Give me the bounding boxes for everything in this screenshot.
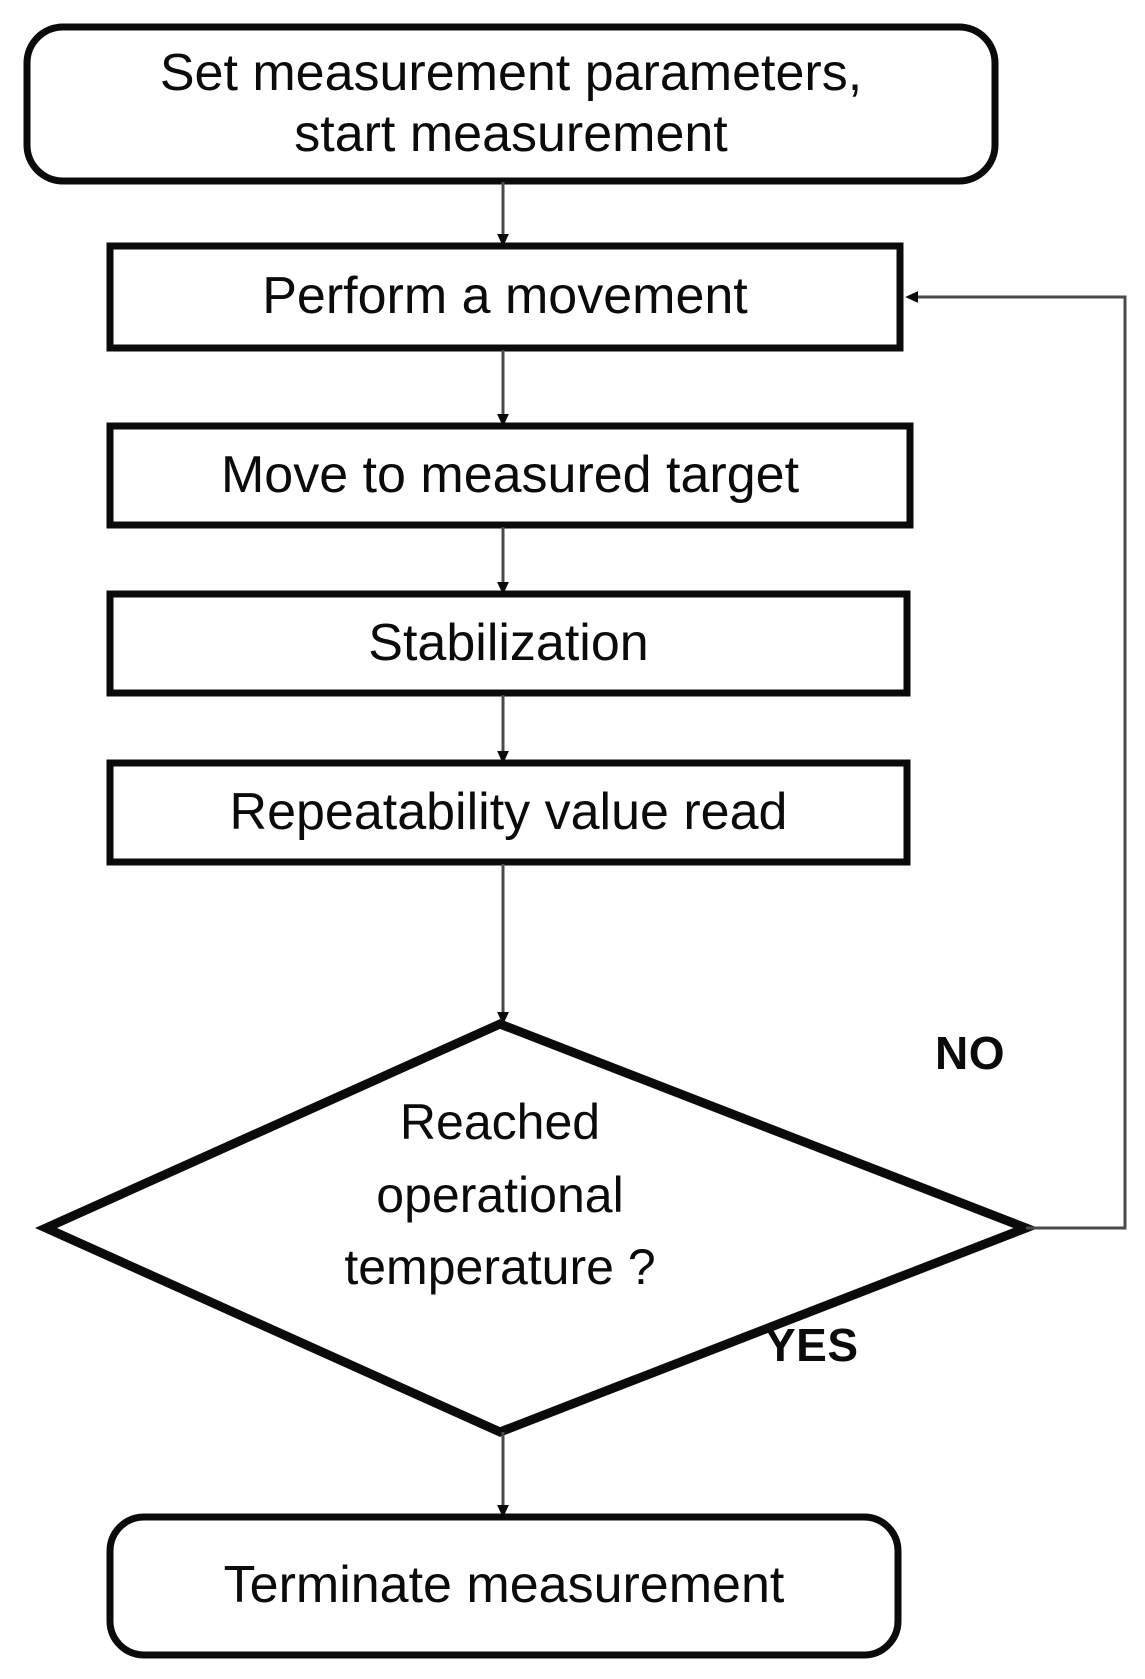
edge-label-yes: YES <box>765 1319 859 1371</box>
node-move-target-shape[interactable] <box>106 422 914 529</box>
node-repeatability-read-shape[interactable] <box>106 759 911 866</box>
edge-label-no: NO <box>935 1027 1005 1079</box>
node-terminate-shape[interactable] <box>106 1513 902 1659</box>
node-decision-temperature-shape[interactable] <box>35 1019 1039 1437</box>
edge-decision-no-to-perform-movement <box>905 291 1127 1230</box>
node-stabilization-shape[interactable] <box>106 590 911 697</box>
node-start-shape[interactable] <box>23 23 999 185</box>
node-perform-movement-shape[interactable] <box>106 242 904 352</box>
